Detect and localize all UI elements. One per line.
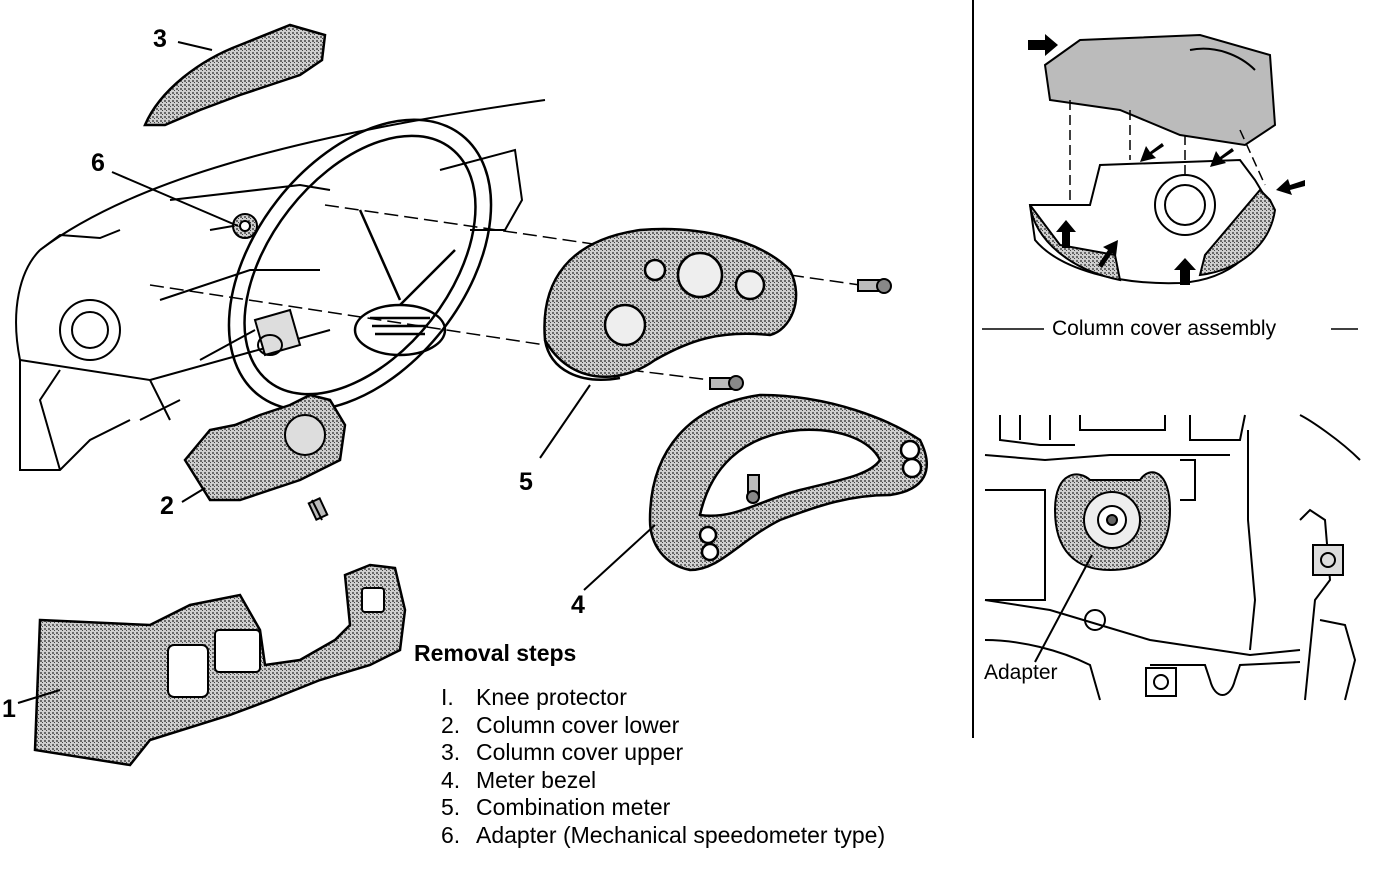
dashboard-panel (15, 99, 546, 471)
assembly-dashed-guides (1069, 100, 1266, 205)
adapter-leader-line (1034, 554, 1093, 663)
removal-steps-list: I. Knee protector 2. Column cover lower 3.… (441, 684, 885, 850)
removal-step: 3. Column cover upper (441, 739, 885, 767)
step-label: Knee protector (476, 684, 627, 710)
step-number: 6. (441, 821, 461, 848)
knee-protector-vents (167, 587, 385, 698)
column-cover-lower-opening (284, 414, 326, 456)
screw-icon (307, 496, 329, 522)
meter-screw-lower-icon (709, 375, 744, 391)
step-label: Meter bezel (476, 766, 597, 793)
arrow-icon-group (1028, 34, 1305, 285)
adapter-detail-part (1053, 471, 1172, 572)
arrow-left-icon (1276, 179, 1305, 195)
callout-4: 4 (571, 591, 585, 619)
column-cover-upper (143, 23, 327, 127)
step-number: 3. (441, 739, 461, 766)
adapter-detail-illustration (984, 414, 1361, 701)
removal-step: I. Knee protector (441, 684, 885, 712)
step-label: Column cover upper (476, 739, 684, 766)
arrow-up-icon (1056, 220, 1076, 248)
column-cover-assembly-caption: Column cover assembly (1052, 317, 1277, 340)
step-number: 4. (441, 766, 461, 793)
step-label: Adapter (Mechanical speedometer type) (476, 821, 886, 848)
callout-5: 5 (519, 468, 533, 496)
adapter-part (209, 213, 258, 239)
callout-2: 2 (160, 492, 174, 520)
callout-6: 6 (91, 149, 105, 177)
callout-1: 1 (2, 695, 16, 723)
combination-meter (543, 227, 798, 381)
column-hub (199, 308, 302, 361)
step-number: I. (441, 684, 454, 710)
removal-step: 4. Meter bezel (441, 767, 885, 795)
adapter-caption: Adapter (984, 661, 1058, 684)
removal-step: 6. Adapter (Mechanical speedometer type) (441, 822, 885, 850)
removal-steps-title: Removal steps (414, 640, 577, 666)
step-number: 2. (441, 711, 461, 738)
meter-screw-icon (857, 278, 892, 294)
removal-step: 2. Column cover lower (441, 712, 885, 740)
step-label: Column cover lower (476, 711, 680, 738)
bezel-screw-icon (746, 474, 760, 504)
column-cover-assembly-illustration (1028, 33, 1277, 285)
step-label: Combination meter (476, 794, 671, 821)
arrow-right-icon (1028, 34, 1058, 56)
callout-3: 3 (153, 25, 167, 53)
arrow-up-right-icon (1098, 240, 1118, 268)
arrow-up-icon (1174, 258, 1196, 285)
arrow-left-down-icon (1140, 143, 1164, 162)
removal-step: 5. Combination meter (441, 794, 885, 822)
arrow-left-down-icon (1210, 148, 1234, 167)
leader-lines (17, 41, 656, 704)
step-number: 5. (441, 794, 461, 821)
steering-wheel (227, 118, 493, 412)
meter-bezel (648, 393, 928, 572)
